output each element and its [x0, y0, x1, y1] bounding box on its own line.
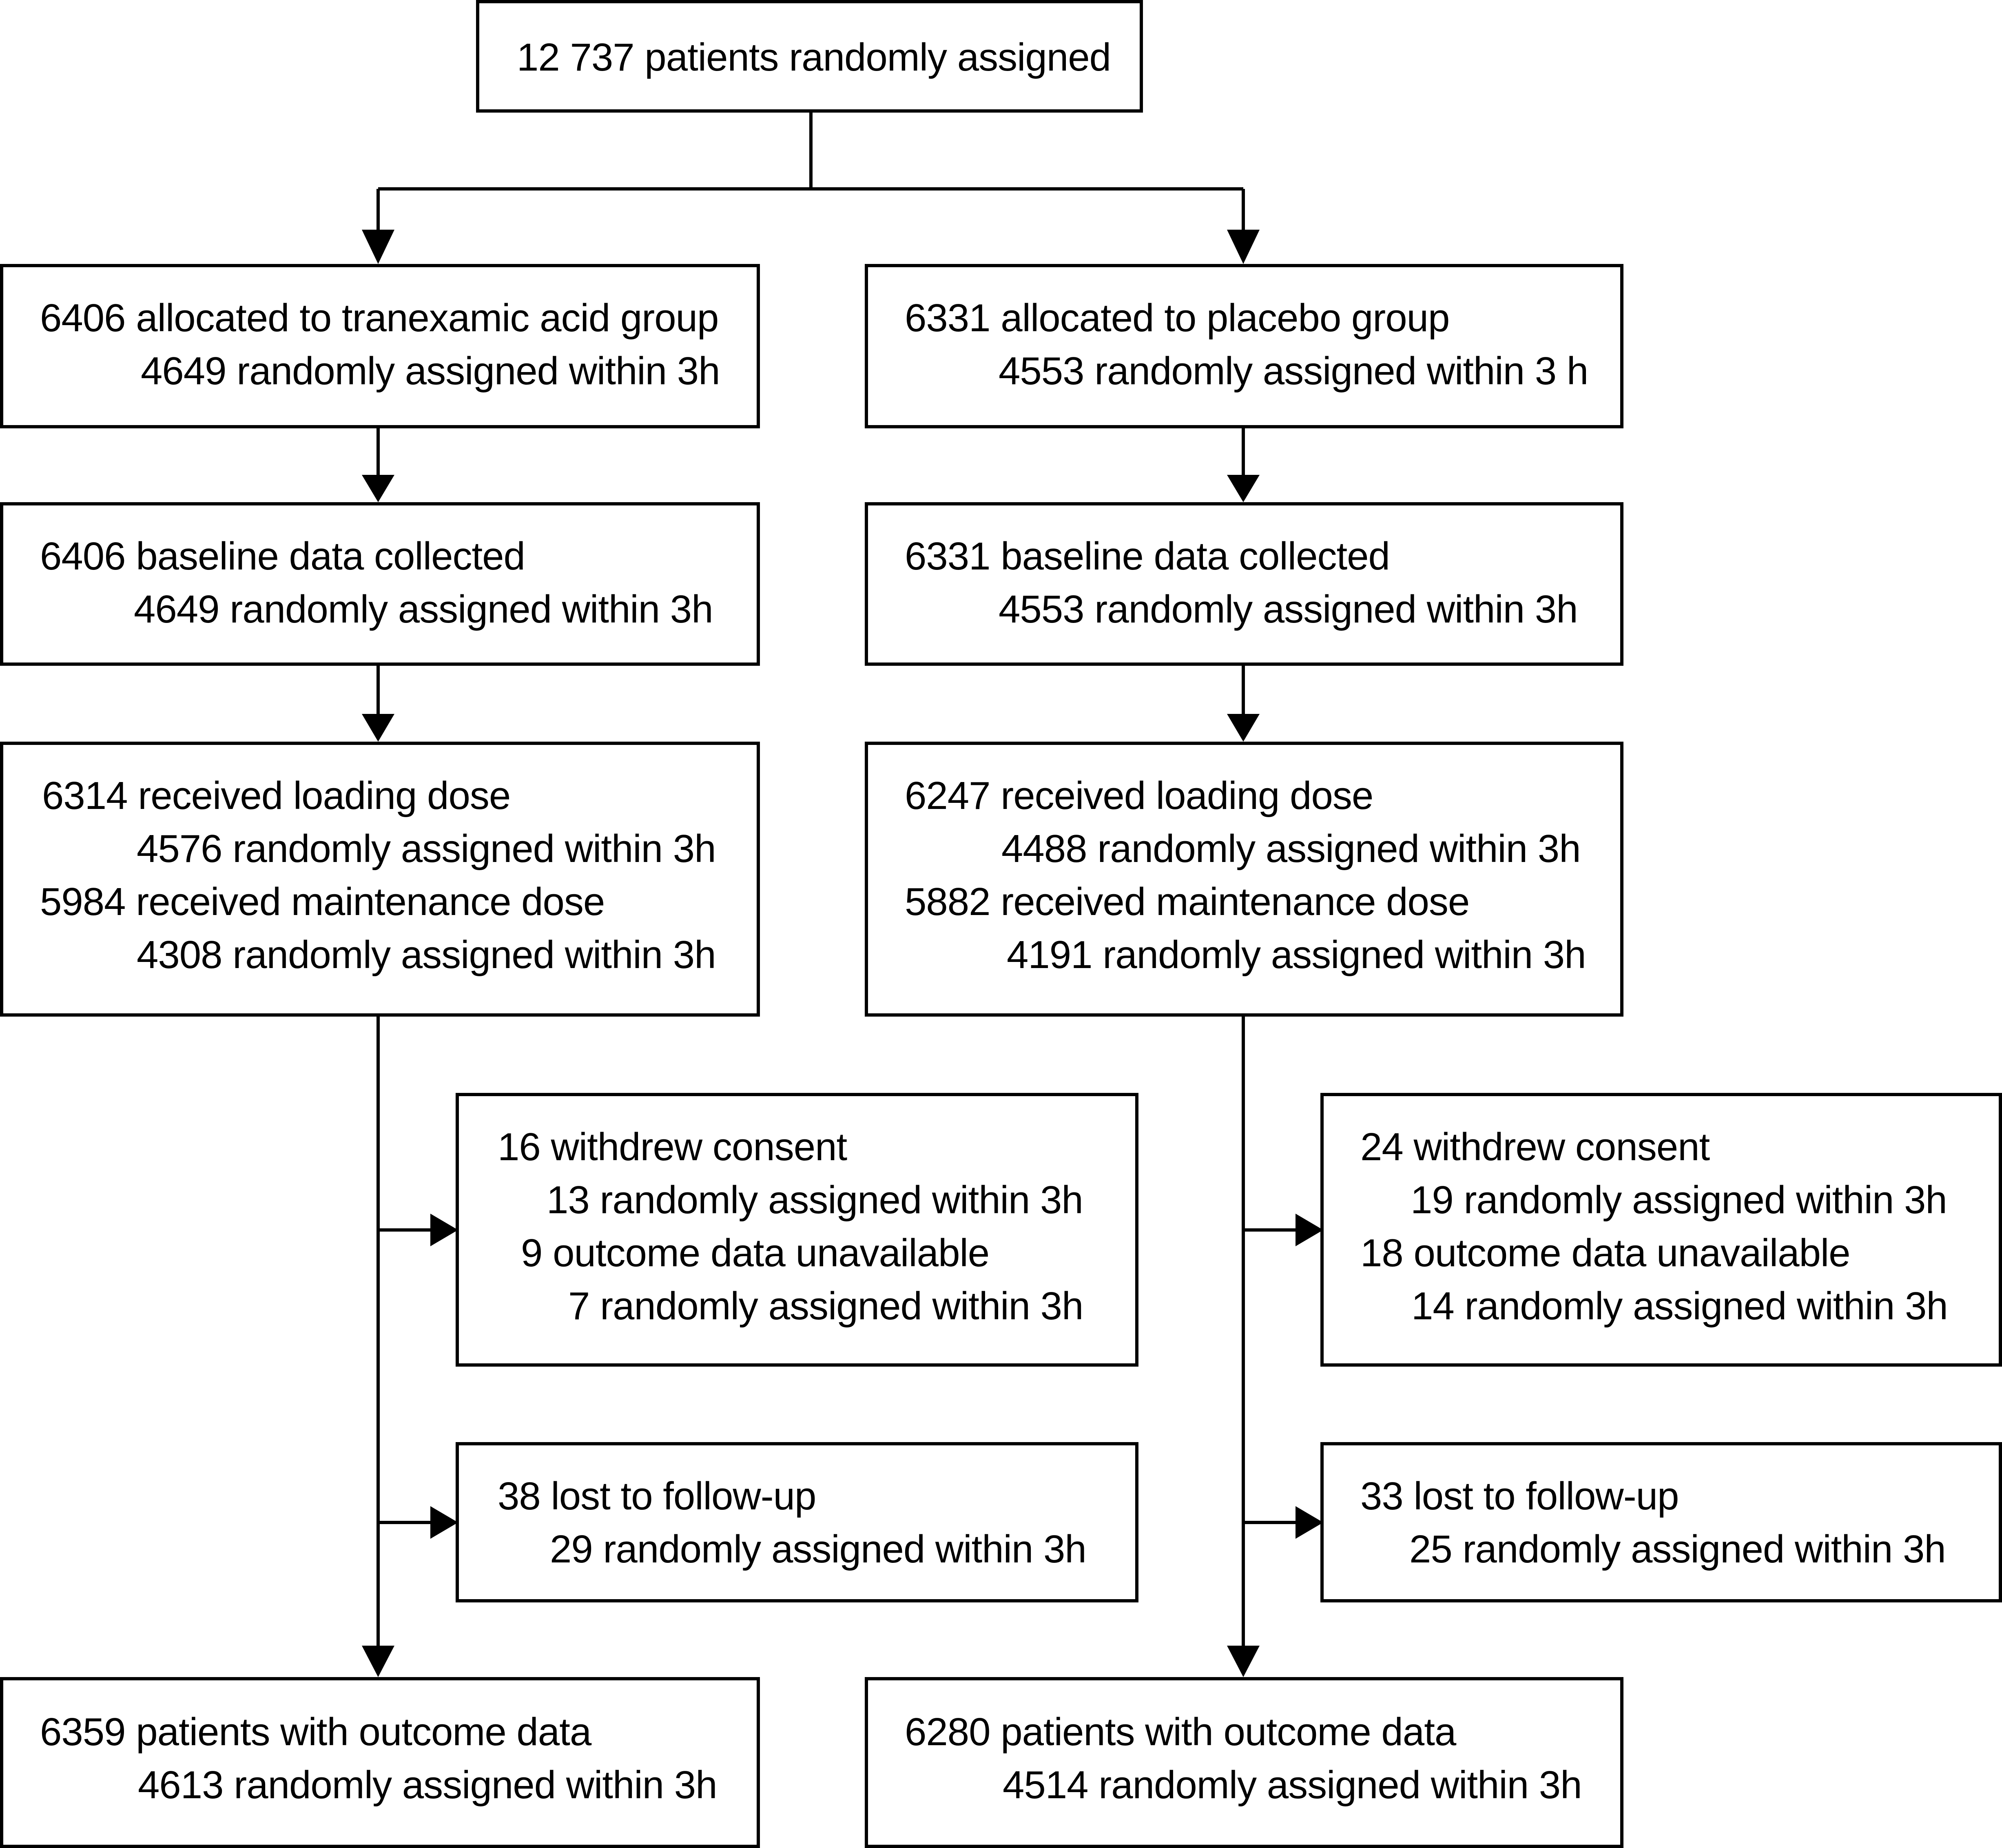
placebo-allocation-box: 6331 allocated to placebo group 4553 ran…	[865, 264, 1623, 428]
arrow-shaft-right-baseline	[1242, 427, 1245, 475]
tranexamic-dose-box: 6314 received loading dose 4576 randomly…	[0, 742, 760, 1017]
arrow-shaft-left-baseline	[376, 427, 380, 475]
tranexamic-withdrew-consent: 16 withdrew consent	[498, 1125, 847, 1169]
arrow-shaft-right-outcome	[1242, 1015, 1245, 1646]
placebo-outcome-unavailable: 18 outcome data unavailable	[1360, 1231, 1851, 1275]
tranexamic-excluded-box: 16 withdrew consent 13 randomly assigned…	[456, 1093, 1138, 1367]
placebo-allocated-within-3h: 4553 randomly assigned within 3 h	[999, 349, 1588, 393]
placebo-loading-dose: 6247 received loading dose	[905, 774, 1373, 818]
tranexamic-loading-within-3h: 4576 randomly assigned within 3h	[137, 827, 716, 871]
tranexamic-outcome-within-3h: 4613 randomly assigned within 3h	[138, 1763, 718, 1807]
arrow-head-left-lost	[430, 1506, 458, 1539]
tranexamic-baseline-box: 6406 baseline data collected 4649 random…	[0, 502, 760, 666]
tranexamic-lost-count: 38 lost to follow-up	[498, 1474, 816, 1518]
arrow-shaft-right-lost	[1243, 1521, 1296, 1524]
placebo-dose-box: 6247 received loading dose 4488 randomly…	[865, 742, 1623, 1017]
randomised-count: 12 737 patients randomly assigned	[517, 35, 1111, 79]
placebo-outcome-count: 6280 patients with outcome data	[905, 1710, 1456, 1754]
placebo-loading-within-3h: 4488 randomly assigned within 3h	[1001, 827, 1581, 871]
arrow-shaft-left-excluded	[378, 1228, 430, 1232]
tranexamic-lost-box: 38 lost to follow-up 29 randomly assigne…	[456, 1442, 1138, 1602]
arrow-shaft-right-excluded	[1243, 1228, 1296, 1232]
tranexamic-baseline-count: 6406 baseline data collected	[40, 534, 525, 578]
randomised-box: 12 737 patients randomly assigned	[476, 0, 1143, 113]
arrow-head-right-outcome	[1227, 1646, 1260, 1677]
tranexamic-outcome-count: 6359 patients with outcome data	[40, 1710, 591, 1754]
arrow-head-right-excluded	[1296, 1214, 1323, 1246]
tranexamic-allocated-within-3h: 4649 randomly assigned within 3h	[141, 349, 720, 393]
arrow-head-right-baseline	[1227, 475, 1260, 502]
tranexamic-baseline-within-3h: 4649 randomly assigned within 3h	[134, 587, 713, 631]
tranexamic-maintenance-dose: 5984 received maintenance dose	[40, 880, 605, 924]
arrow-head-right-dose	[1227, 714, 1260, 742]
placebo-allocated-count: 6331 allocated to placebo group	[905, 296, 1450, 340]
arrow-head-left-outcome	[362, 1646, 394, 1677]
tranexamic-allocation-box: 6406 allocated to tranexamic acid group …	[0, 264, 760, 428]
placebo-outcome-within-3h: 4514 randomly assigned within 3h	[1003, 1763, 1582, 1807]
placebo-lost-count: 33 lost to follow-up	[1360, 1474, 1679, 1518]
placebo-baseline-count: 6331 baseline data collected	[905, 534, 1390, 578]
arrow-head-left-excluded	[430, 1214, 458, 1246]
placebo-baseline-box: 6331 baseline data collected 4553 random…	[865, 502, 1623, 666]
arrow-shaft-left-allocation	[376, 189, 380, 230]
tranexamic-withdrew-within-3h: 13 randomly assigned within 3h	[547, 1178, 1083, 1222]
arrow-shaft-right-dose	[1242, 664, 1245, 714]
placebo-baseline-within-3h: 4553 randomly assigned within 3h	[999, 587, 1578, 631]
placebo-withdrew-within-3h: 19 randomly assigned within 3h	[1411, 1178, 1947, 1222]
tranexamic-outcome-box: 6359 patients with outcome data 4613 ran…	[0, 1677, 760, 1848]
arrow-head-left-dose	[362, 714, 394, 742]
arrow-shaft-left-dose	[376, 664, 380, 714]
tranexamic-outcome-unavailable: 9 outcome data unavailable	[521, 1231, 990, 1275]
arrow-head-left-allocation	[362, 230, 394, 264]
arrow-shaft-left-lost	[378, 1521, 430, 1524]
tranexamic-maintenance-within-3h: 4308 randomly assigned within 3h	[137, 933, 716, 977]
arrow-head-right-lost	[1296, 1506, 1323, 1539]
placebo-lost-box: 33 lost to follow-up 25 randomly assigne…	[1320, 1442, 2002, 1602]
placebo-maintenance-dose: 5882 received maintenance dose	[905, 880, 1470, 924]
tranexamic-unavailable-within-3h: 7 randomly assigned within 3h	[568, 1284, 1083, 1328]
arrow-shaft-right-allocation	[1242, 189, 1245, 230]
arrow-shaft-left-outcome	[376, 1015, 380, 1646]
placebo-withdrew-consent: 24 withdrew consent	[1360, 1125, 1710, 1169]
placebo-excluded-box: 24 withdrew consent 19 randomly assigned…	[1320, 1093, 2002, 1367]
arrow-head-right-allocation	[1227, 230, 1260, 264]
placebo-outcome-box: 6280 patients with outcome data 4514 ran…	[865, 1677, 1623, 1848]
placebo-maintenance-within-3h: 4191 randomly assigned within 3h	[1007, 933, 1586, 977]
placebo-lost-within-3h: 25 randomly assigned within 3h	[1409, 1527, 1946, 1571]
tranexamic-loading-dose: 6314 received loading dose	[42, 774, 511, 818]
tranexamic-allocated-count: 6406 allocated to tranexamic acid group	[40, 296, 719, 340]
tranexamic-lost-within-3h: 29 randomly assigned within 3h	[550, 1527, 1087, 1571]
placebo-unavailable-within-3h: 14 randomly assigned within 3h	[1411, 1284, 1948, 1328]
arrow-head-left-baseline	[362, 475, 394, 502]
